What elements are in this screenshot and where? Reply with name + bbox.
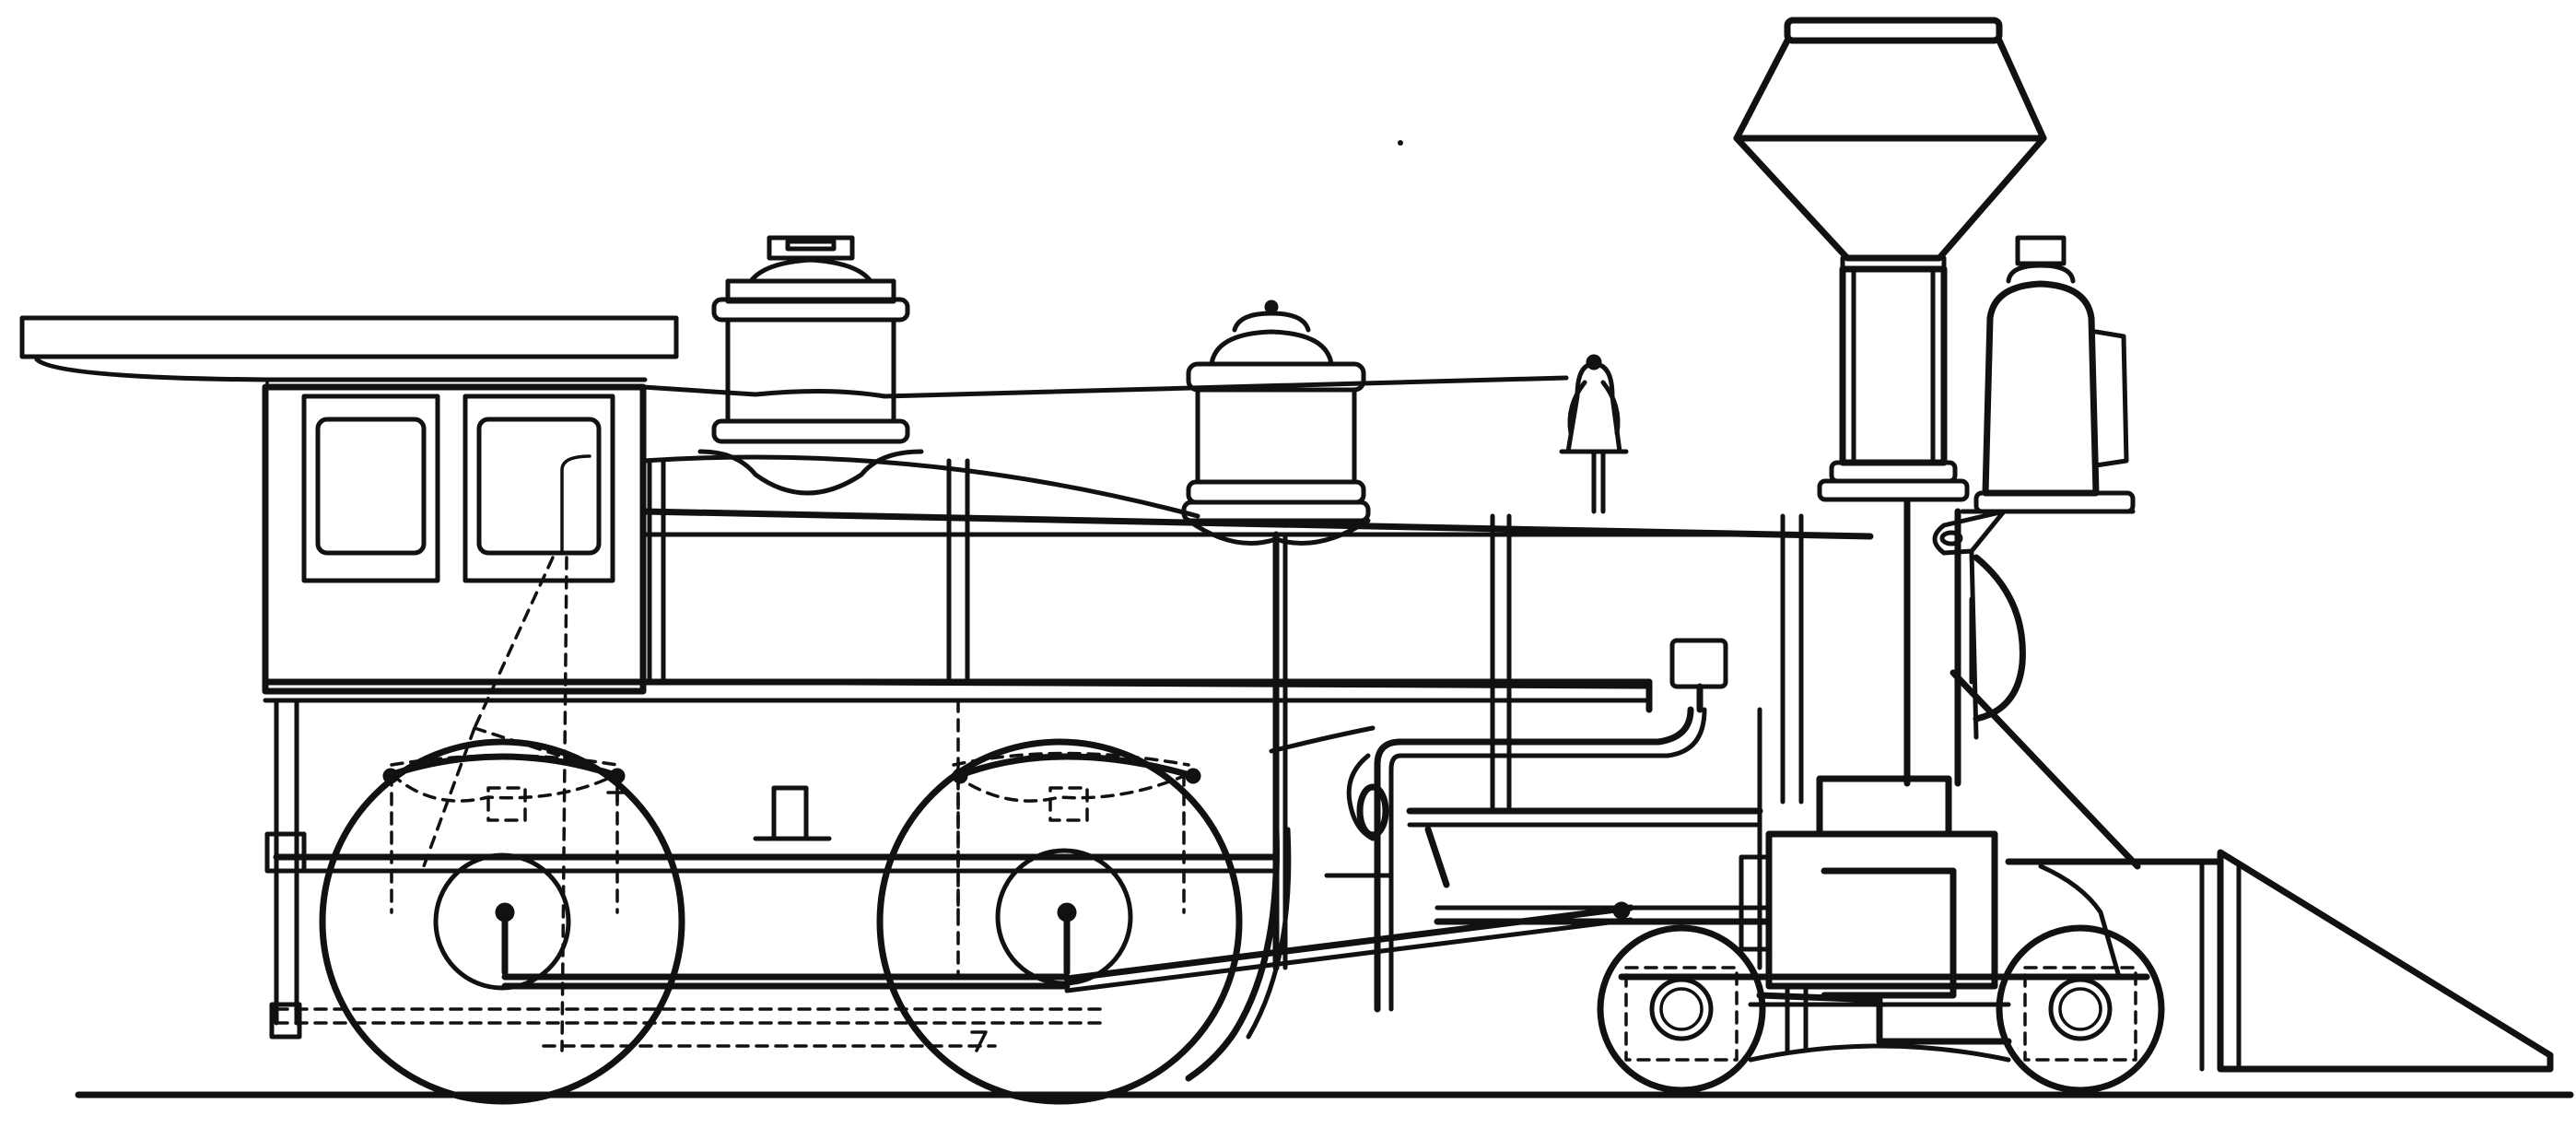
cab-windows — [301, 394, 615, 583]
steam-dome — [1181, 300, 1371, 971]
leading-truck-wheel-front — [1996, 924, 2165, 1094]
leading-truck-wheel-rear — [1597, 924, 1766, 1094]
valve-gear — [275, 556, 1200, 1052]
dot-mark — [1398, 140, 1403, 146]
side-rod — [273, 753, 1280, 990]
sand-dome — [697, 235, 924, 496]
driving-wheel-rear — [319, 738, 685, 1105]
cab-roof — [19, 315, 679, 389]
pilot — [2005, 849, 2554, 1073]
smokebox — [1903, 499, 2141, 870]
bell — [1559, 354, 1629, 514]
boiler — [639, 375, 1874, 814]
steam-chest — [1765, 775, 1998, 990]
truck-frame — [1618, 973, 2150, 1063]
main-rod — [1063, 826, 1634, 1082]
smokestack — [1733, 17, 2047, 502]
pipes — [1269, 638, 1763, 1013]
headlamp — [1932, 235, 2136, 556]
